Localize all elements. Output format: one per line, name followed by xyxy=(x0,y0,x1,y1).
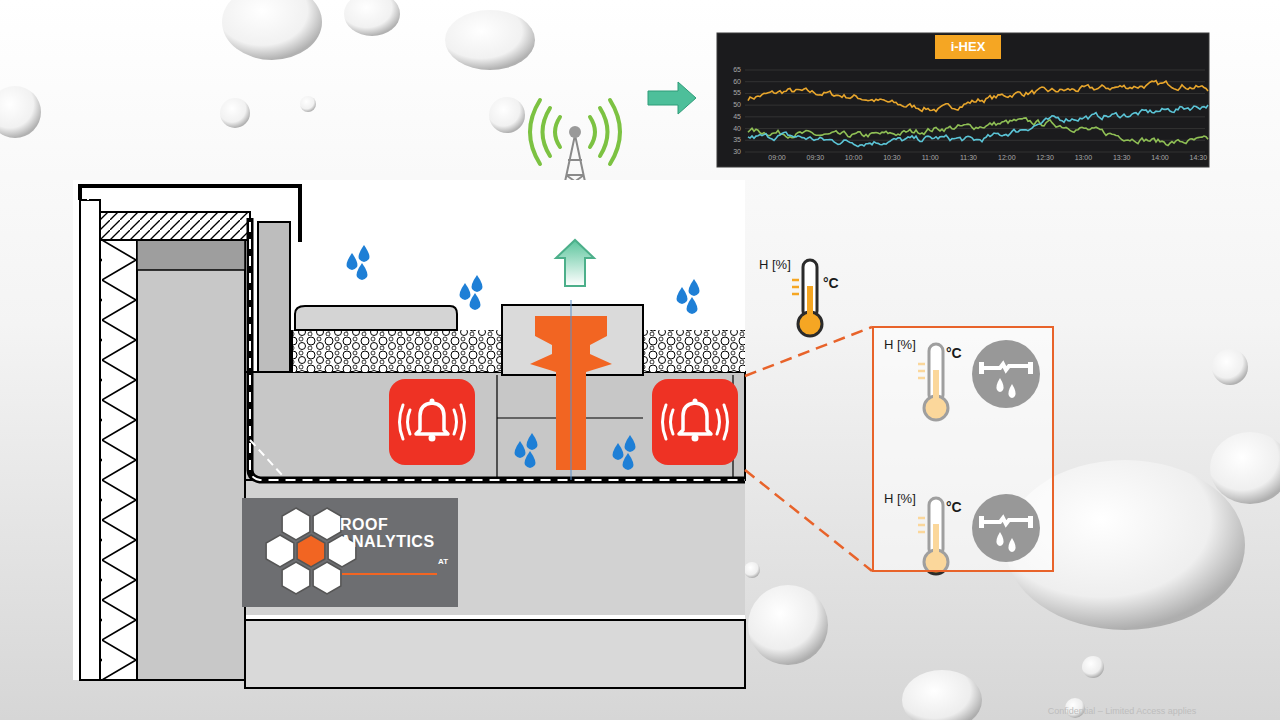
node-text: H [%] xyxy=(884,338,916,353)
node-text: ROOF ANALYTICS xyxy=(340,517,452,551)
chart-panel xyxy=(717,33,1209,167)
chart-title-tab: i-HEX xyxy=(935,35,1001,59)
watermark: Confidential – Limited Access applies xyxy=(1048,706,1197,716)
axis-tick: 12:30 xyxy=(1036,154,1054,162)
node-text: H [%] xyxy=(884,492,916,507)
axis-tick: 35 xyxy=(733,136,741,144)
axis-tick: 65 xyxy=(733,66,741,74)
sensor-callout: H [%] °C H [%] °C xyxy=(872,326,1054,572)
node-text: i-HEX xyxy=(951,40,986,55)
axis-tick: 13:00 xyxy=(1075,154,1093,162)
node-text: °C xyxy=(946,499,962,515)
sensor-label: H [%] xyxy=(759,258,791,273)
sensor-thermometer xyxy=(792,260,822,336)
axis-tick: 09:00 xyxy=(768,154,786,162)
roof-section xyxy=(73,180,745,688)
axis-tick: 09:30 xyxy=(807,154,825,162)
axis-tick: 12:00 xyxy=(998,154,1016,162)
axis-tick: 10:30 xyxy=(883,154,901,162)
node-text: °C xyxy=(946,345,962,361)
callout-leader xyxy=(745,327,872,571)
node-text: AT xyxy=(438,557,448,566)
axis-tick: 30 xyxy=(733,148,741,156)
axis-tick: 40 xyxy=(733,125,741,133)
data-arrow xyxy=(648,82,696,114)
axis-tick: 10:00 xyxy=(845,154,863,162)
logo-hexagons xyxy=(242,498,458,607)
axis-tick: 13:30 xyxy=(1113,154,1131,162)
axis-tick: 11:00 xyxy=(922,154,939,162)
axis-tick: 60 xyxy=(733,78,741,86)
sensor-label: °C xyxy=(823,275,839,291)
axis-tick: 14:30 xyxy=(1190,154,1208,162)
axis-tick: 45 xyxy=(733,113,741,121)
axis-tick: 14:00 xyxy=(1151,154,1169,162)
logo-box: ROOF ANALYTICS AT xyxy=(242,498,458,607)
upload-arrow xyxy=(556,240,594,286)
axis-tick: 55 xyxy=(733,89,741,97)
axis-tick: 50 xyxy=(733,101,741,109)
axis-tick: 11:30 xyxy=(960,154,977,162)
